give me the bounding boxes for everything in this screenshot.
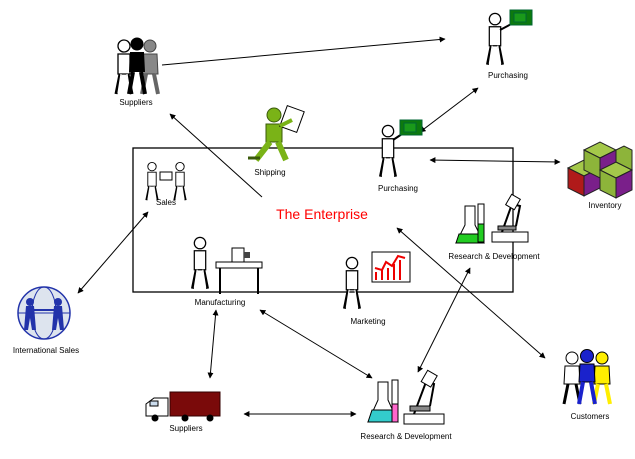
arrow-suppliers-to-enterprise <box>169 113 263 198</box>
rnd-inner-node[interactable] <box>455 193 529 244</box>
rnd-bottom-node[interactable] <box>367 369 445 425</box>
arrow-rnd-to-rnd <box>417 267 471 373</box>
purchasing-inner-node[interactable] <box>378 119 423 179</box>
package-icon <box>159 171 173 181</box>
person-carrying-money-icon <box>378 119 423 179</box>
international-sales-label: International Sales <box>12 346 80 355</box>
arrow-suppliers-to-purchasing <box>161 36 446 66</box>
purchasing-inner-label: Purchasing <box>377 184 419 193</box>
marketing-node[interactable] <box>342 251 411 311</box>
people-exchange-icon <box>145 161 187 202</box>
arrow-manufacturing-to-suppliers <box>207 309 219 379</box>
chart-board-icon <box>371 251 411 283</box>
person-with-chart-icon <box>342 251 411 311</box>
inventory-label: Inventory <box>588 201 622 210</box>
inventory-node[interactable] <box>566 141 634 199</box>
arrow-purchasing-to-inventory <box>429 157 561 165</box>
person-carrying-package-icon <box>248 104 305 162</box>
manufacturing-label: Manufacturing <box>194 298 246 307</box>
suppliers-bottom-node[interactable] <box>145 391 221 422</box>
shipping-label: Shipping <box>254 168 286 177</box>
arrow-sales-to-international <box>77 211 149 294</box>
stacked-boxes-icon <box>566 141 634 199</box>
suppliers-top-label: Suppliers <box>119 98 153 107</box>
person-at-workbench-icon <box>190 235 263 294</box>
arrow-manufacturing-to-rnd <box>259 309 373 379</box>
shipping-node[interactable] <box>248 104 305 162</box>
people-group-icon <box>114 37 160 96</box>
lab-flask-microscope-icon <box>455 193 529 244</box>
international-sales-node[interactable] <box>17 286 71 340</box>
person-carrying-money-icon <box>485 9 533 67</box>
purchasing-top-node[interactable] <box>485 9 533 67</box>
customers-label: Customers <box>570 412 610 421</box>
purchasing-top-label: Purchasing <box>487 71 529 80</box>
arrow-purchasing-to-purchasing <box>419 87 479 133</box>
lab-flask-microscope-icon <box>367 369 445 425</box>
sales-node[interactable] <box>145 161 187 202</box>
delivery-truck-icon <box>145 391 221 422</box>
customers-node[interactable] <box>562 349 612 405</box>
manufacturing-node[interactable] <box>190 235 263 294</box>
suppliers-top-node[interactable] <box>114 37 160 96</box>
enterprise-title: The Enterprise <box>276 206 368 222</box>
globe-people-icon <box>17 286 71 340</box>
rnd-bottom-label: Research & Development <box>360 432 452 441</box>
marketing-label: Marketing <box>350 317 386 326</box>
package-icon <box>279 104 305 134</box>
rnd-inner-label: Research & Development <box>448 252 540 261</box>
sales-label: Sales <box>155 198 177 207</box>
suppliers-bottom-label: Suppliers <box>169 424 203 433</box>
people-group-color-icon <box>562 349 612 405</box>
arrow-enterprise-to-customers <box>396 227 546 359</box>
